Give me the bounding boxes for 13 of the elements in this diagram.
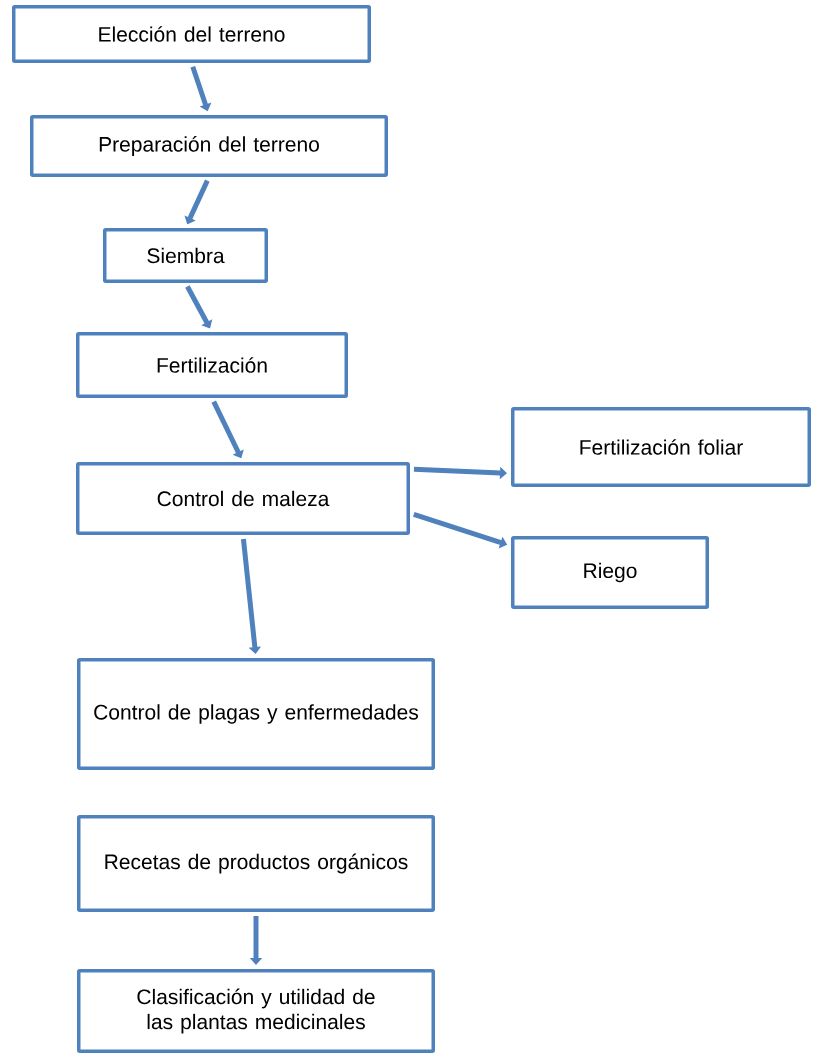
process-box: Fertilización foliar [511, 407, 811, 487]
process-box: Siembra [103, 228, 268, 283]
process-box: Preparación del terreno [30, 115, 388, 177]
process-box: Fertilización [76, 332, 348, 398]
process-box: Recetas de productos orgánicos [77, 815, 435, 912]
process-box: Riego [511, 536, 709, 609]
arrow [240, 538, 262, 654]
arrow [211, 400, 244, 459]
process-box: Clasificación y utilidad de las plantas medicinales [77, 969, 435, 1053]
process-box: Elección del terreno [12, 5, 371, 63]
process-box: Control de plagas y enfermedades [77, 658, 435, 770]
process-box: Control de maleza [76, 462, 410, 535]
arrow [185, 285, 213, 329]
